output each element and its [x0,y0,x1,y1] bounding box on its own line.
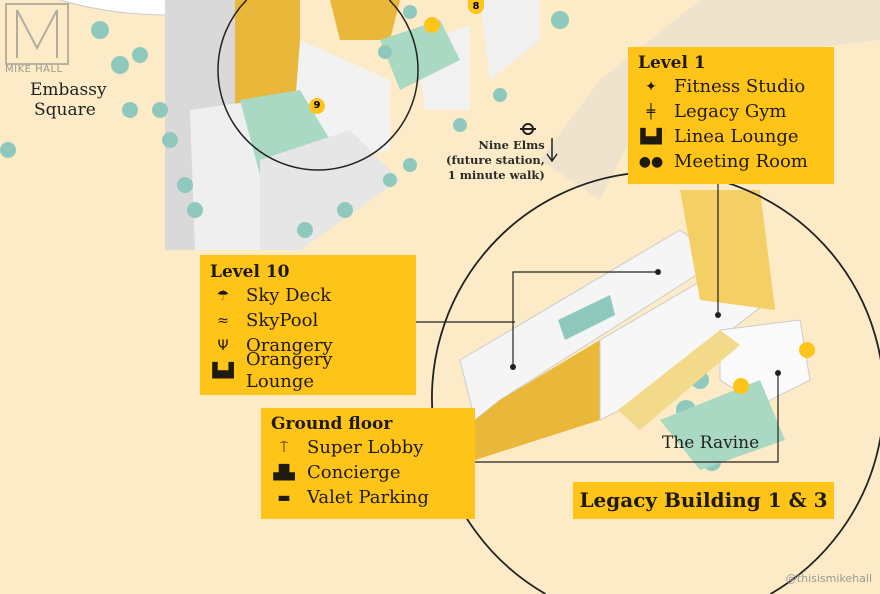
amenity-linea-lounge: ▙▟ Linea Lounge [638,124,824,149]
building-title: Legacy Building 1 & 3 [573,482,834,519]
legacy-building [459,190,811,470]
car-icon: ▬ [277,489,291,506]
parasol-icon: ☂ [216,287,230,304]
level10-panel: Level 10 ☂ Sky Deck ≈ SkyPool Ψ Orangery ▙▟… [200,255,416,395]
trees [0,5,754,471]
ground-floor-title: Ground floor [271,414,393,434]
buildings-top [165,0,540,250]
amenity-orangery-lounge: ▙▟ Orangery Lounge [210,349,406,392]
amenity-valet-parking: ▬ Valet Parking [271,485,465,510]
amenity-skypool: ≈ SkyPool [210,308,406,333]
logo [5,3,69,65]
amenity-sky-deck: ☂ Sky Deck [210,283,406,308]
amenity-label: Orangery [246,334,333,356]
swimmer-icon: ≈ [217,312,229,329]
amenity-label: SkyPool [246,309,319,331]
amenity-label: Meeting Room [674,150,808,172]
underground-icon [520,123,536,135]
label-line: 1 minute walk) [447,168,545,182]
label-the-ravine: The Ravine [662,433,760,453]
concierge-icon: ▟▙ [273,464,295,481]
sofa-icon: ▙▟ [212,362,234,379]
entrance-marker [733,378,749,394]
label-embassy-square: Embassy Square [30,80,107,120]
label-line: Embassy [30,80,107,100]
dumbbell-icon: ╪ [646,103,656,120]
amenity-fitness-studio: ✦ Fitness Studio [638,74,824,99]
amenity-label: Super Lobby [307,436,424,458]
arrow-down-icon [546,138,558,163]
level1-title: Level 1 [638,53,706,73]
amenity-label: Legacy Gym [674,100,787,122]
amenity-legacy-gym: ╪ Legacy Gym [638,99,824,124]
ground-floor-panel: Ground floor ⍑ Super Lobby ▟▙ Concierge ▬ V… [261,408,475,519]
amenity-meeting-room: ●● Meeting Room [638,149,824,174]
entrance-marker [424,17,440,33]
leader-dots [510,269,781,376]
lobby-icon: ⍑ [279,439,289,456]
fitness-icon: ✦ [645,78,657,95]
level1-panel: Level 1 ✦ Fitness Studio ╪ Legacy Gym ▙▟ Li… [628,47,834,184]
watermark: @thisismikehall [785,572,872,585]
dining-icon: Ψ [217,337,229,354]
label-line: Nine Elms [478,138,545,152]
label-line: Square [34,100,96,120]
amenity-label: Concierge [307,461,401,483]
amenity-label: Fitness Studio [674,75,806,97]
amenity-orangery: Ψ Orangery [210,333,406,358]
marker-8: 8 [468,0,484,14]
marker-9: 9 [309,98,325,114]
entrance-marker [799,342,815,358]
level10-title: Level 10 [210,262,290,282]
amenity-concierge: ▟▙ Concierge [271,460,465,485]
amenity-label: Valet Parking [307,486,429,508]
leader-lines [415,184,779,463]
logo-monogram [16,9,58,58]
amenity-super-lobby: ⍑ Super Lobby [271,435,465,460]
sofa-icon: ▙▟ [640,128,662,145]
amenity-label: Sky Deck [246,284,332,306]
label-line: (future station, [446,153,545,167]
amenity-label: Linea Lounge [674,125,799,147]
logo-text: MIKE HALL [5,64,63,75]
focus-circle-top [217,0,419,171]
amenity-label: Orangery Lounge [245,348,333,392]
people-icon: ●● [638,153,664,170]
label-nine-elms: Nine Elms (future station, 1 minute walk… [446,138,545,183]
road [540,0,880,200]
